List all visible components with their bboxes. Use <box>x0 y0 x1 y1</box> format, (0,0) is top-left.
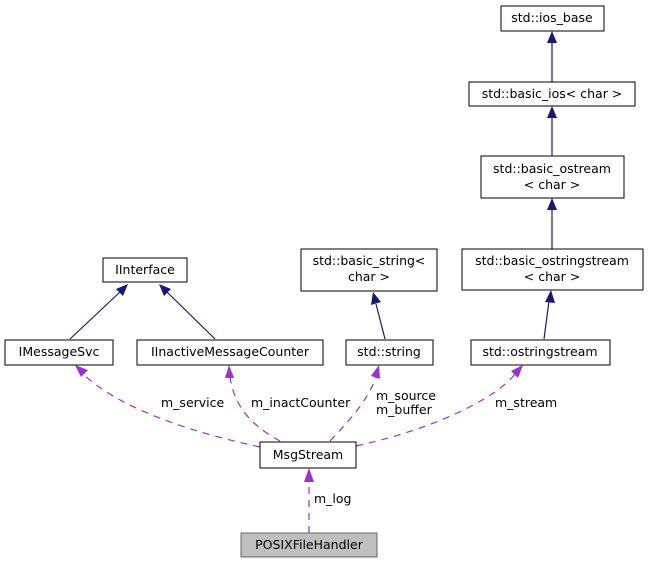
node-std-basic-ostream[interactable]: std::basic_ostream < char > <box>480 155 625 199</box>
association-edges <box>75 365 523 533</box>
node-iinactivemessagecounter[interactable]: IInactiveMessageCounter <box>136 339 324 366</box>
arrowhead-string <box>371 365 380 379</box>
node-posixfilehandler[interactable]: POSIXFileHandler <box>240 532 378 558</box>
node-std-ios-base[interactable]: std::ios_base <box>500 5 605 32</box>
node-std-string[interactable]: std::string <box>345 339 434 366</box>
edge-iinactive-to-iinterface <box>166 291 216 340</box>
edge-msgstream-to-imessagesvc <box>81 372 261 448</box>
node-label: IInactiveMessageCounter <box>151 344 310 359</box>
node-iinterface[interactable]: IInterface <box>102 257 188 283</box>
node-label-line1: std::basic_ostream <box>493 161 611 176</box>
arrowhead-ostringstream <box>511 365 523 378</box>
arrowhead-ios-base <box>547 31 557 43</box>
node-std-basic-ostringstream[interactable]: std::basic_ostringstream < char > <box>461 248 644 291</box>
label-m-stream: m_stream <box>495 395 557 410</box>
node-label: MsgStream <box>273 447 343 462</box>
node-std-basic-string[interactable]: std::basic_string< char > <box>300 248 438 292</box>
node-label: std::ios_base <box>511 10 593 25</box>
arrowhead-iinterface-left <box>116 284 128 296</box>
arrowhead-basic-string <box>371 292 381 305</box>
label-m-buffer: m_buffer <box>376 402 433 417</box>
arrowhead-msgstream <box>304 468 314 482</box>
edge-labels: m_service m_inactCounter m_source m_buff… <box>161 388 557 506</box>
edge-msgstream-to-iinactive <box>229 376 281 442</box>
edge-imessagesvc-to-iinterface <box>69 291 121 340</box>
arrowhead-iinactive <box>225 365 234 378</box>
edge-msgstream-to-string <box>329 376 377 442</box>
node-label: std::ostringstream <box>482 344 597 359</box>
node-msgstream[interactable]: MsgStream <box>259 441 357 469</box>
node-imessagesvc[interactable]: IMessageSvc <box>4 339 114 366</box>
label-m-log: m_log <box>314 491 351 506</box>
node-label-line2: char > <box>348 269 390 284</box>
edge-string-to-basic-string <box>375 303 386 340</box>
label-m-inactcounter: m_inactCounter <box>251 395 351 410</box>
node-label: POSIXFileHandler <box>255 537 364 552</box>
label-m-source: m_source <box>376 388 436 403</box>
node-label: IInterface <box>115 262 175 277</box>
edge-ostringstream-to-basic-ostringstream <box>543 300 550 340</box>
node-label-line2: < char > <box>524 177 581 192</box>
label-m-service: m_service <box>161 395 225 410</box>
node-label: std::string <box>357 344 421 359</box>
arrowhead-basic-ios <box>547 106 557 118</box>
node-label-line2: < char > <box>524 269 581 284</box>
arrowhead-iinterface-right <box>159 284 171 296</box>
node-std-ostringstream[interactable]: std::ostringstream <box>470 339 611 366</box>
node-std-basic-ios[interactable]: std::basic_ios< char > <box>468 81 636 107</box>
arrowhead-basic-ostringstream <box>545 290 555 303</box>
node-label: std::basic_ios< char > <box>482 86 623 101</box>
node-label-line1: std::basic_string< <box>313 253 426 268</box>
arrowhead-imessagesvc <box>75 365 88 377</box>
node-label: IMessageSvc <box>19 344 100 359</box>
inheritance-edges <box>69 31 557 340</box>
arrowhead-basic-ostream <box>547 198 557 210</box>
node-label-line1: std::basic_ostringstream <box>475 253 629 268</box>
edge-msgstream-to-ostringstream <box>355 372 517 447</box>
